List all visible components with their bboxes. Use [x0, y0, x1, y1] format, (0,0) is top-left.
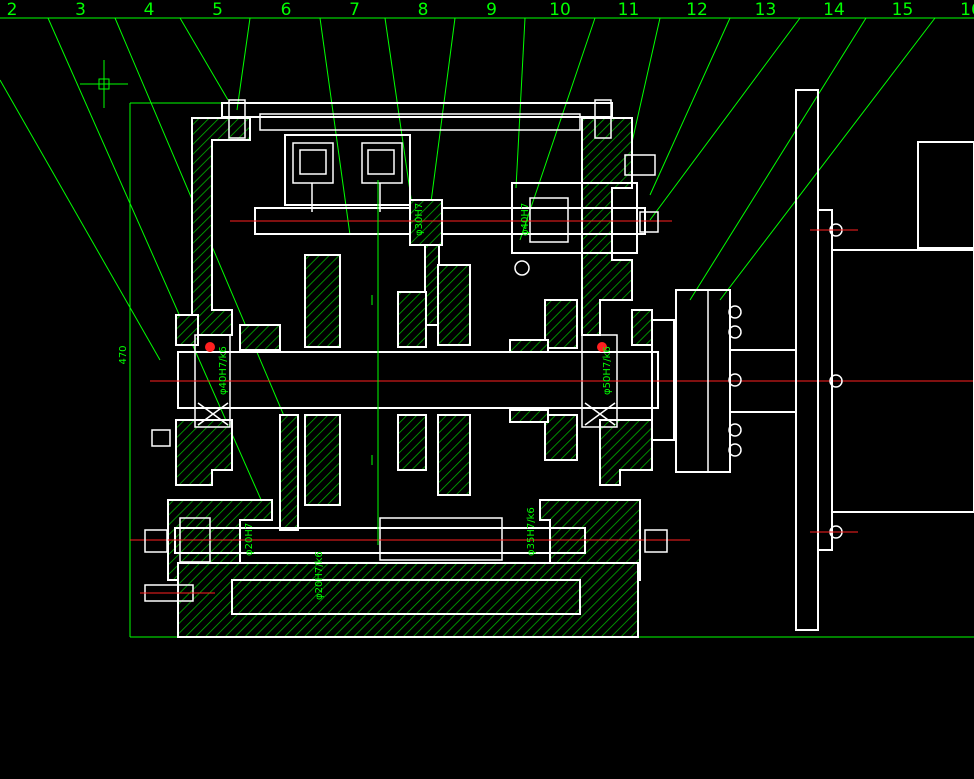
lower-shaft-fit-label: φ20H7 [244, 523, 255, 556]
motor-side-plate [795, 89, 974, 631]
main-shaft: φ40H7/k6 φ50H7/k6 [150, 334, 974, 428]
main-shaft-fit-label-2: φ50H7/k6 [602, 346, 613, 395]
part-number-10: 10 [549, 0, 571, 20]
leader-lines [0, 17, 936, 521]
lower-shaft-fit-label-2: φ35H7/k6 [526, 507, 537, 556]
crosshair-icon [80, 60, 128, 108]
part-number-13: 13 [755, 0, 777, 20]
part-number-11: 11 [618, 0, 640, 20]
part-number-3: 3 [75, 0, 86, 20]
part-number-row: 2 3 4 5 6 7 8 9 10 11 12 13 14 15 16 [0, 0, 974, 20]
coupling-flange [651, 289, 797, 473]
part-number-16: 16 [960, 0, 974, 20]
part-number-14: 14 [823, 0, 845, 20]
gearbox-housing [167, 102, 653, 638]
input-shaft-fit-label: φ20H7/k6 [314, 551, 325, 600]
part-number-4: 4 [144, 0, 155, 20]
part-number-12: 12 [686, 0, 708, 20]
part-number-2: 2 [7, 0, 18, 20]
part-number-15: 15 [892, 0, 914, 20]
height-dimension-label: 470 [118, 345, 129, 364]
bore-fit-label-1: φ30H7 [414, 203, 425, 236]
part-number-9: 9 [486, 0, 497, 20]
part-number-7: 7 [349, 0, 360, 20]
part-number-5: 5 [212, 0, 223, 20]
main-shaft-fit-label-1: φ40H7/k6 [218, 346, 229, 395]
top-sensor-blocks [284, 134, 411, 212]
vertical-centerlines [371, 180, 379, 545]
input-shaft [230, 182, 672, 326]
part-number-8: 8 [418, 0, 429, 20]
lower-shaft: φ20H7/k6 φ20H7 φ35H7/k6 φ30H7 φ40H7 [130, 203, 690, 600]
bore-fit-label-2: φ40H7 [520, 203, 531, 236]
part-number-6: 6 [281, 0, 292, 20]
bolts [140, 99, 668, 602]
gear-stack [239, 254, 578, 531]
